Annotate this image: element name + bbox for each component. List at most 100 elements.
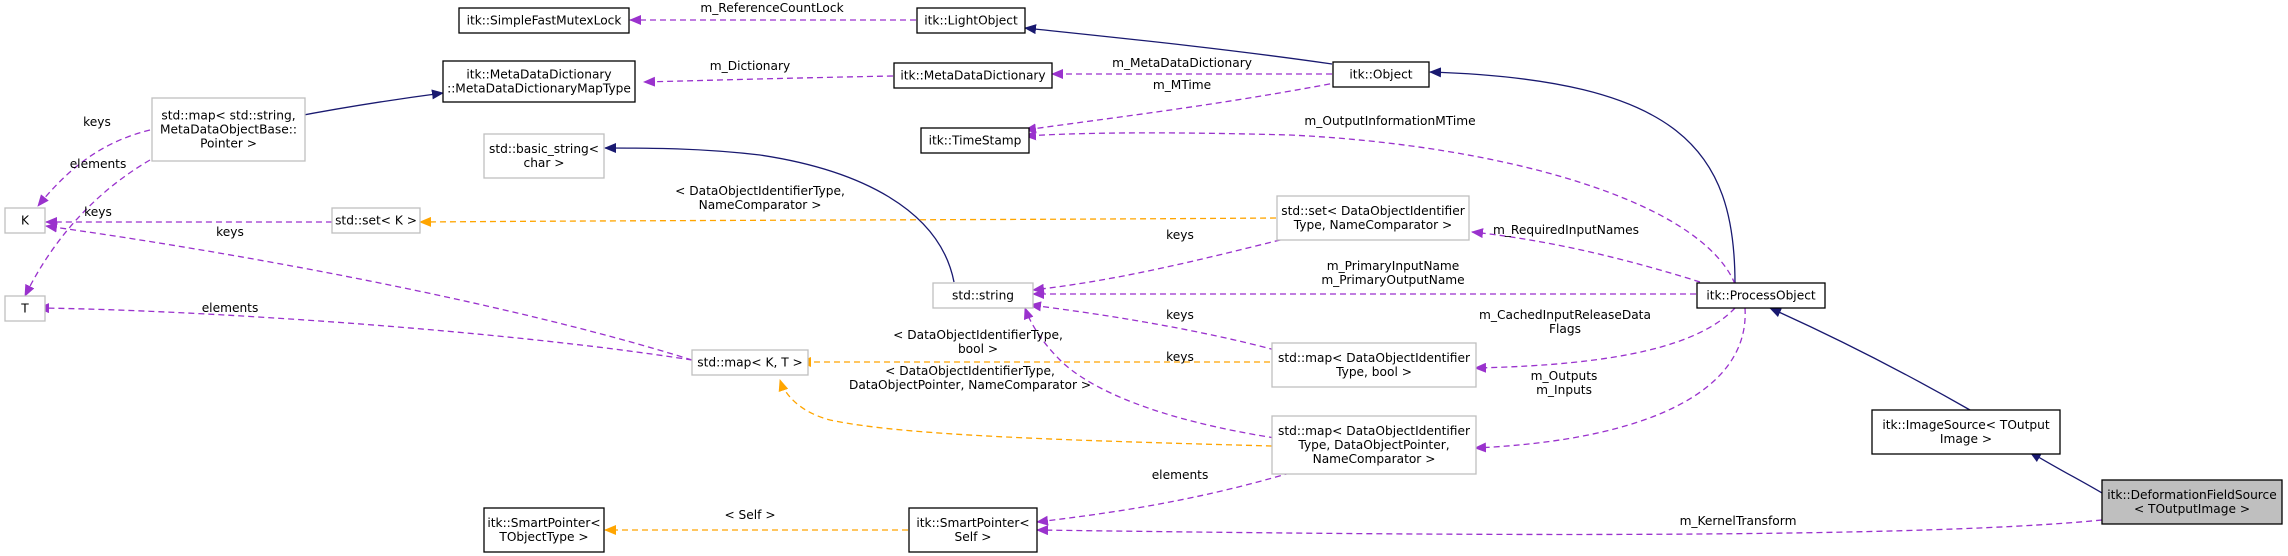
node-stdmap-bool[interactable]: std::map< DataObjectIdentifierType, bool… <box>1271 342 1477 388</box>
node-label-line: T <box>20 302 29 316</box>
node-label-line: Type, NameComparator > <box>1293 218 1453 232</box>
node-label-line: Self > <box>955 530 992 544</box>
node-K[interactable]: K <box>4 207 46 234</box>
node-box <box>458 7 630 34</box>
node-box <box>151 97 306 162</box>
edge-label-line: m_KernelTransform <box>1680 514 1797 528</box>
edge-metadictmaptype-to-dictionary <box>643 75 894 87</box>
node-smartptr-self[interactable]: itk::SmartPointer<Self > <box>908 507 1038 553</box>
edge-label-line: m_OutputInformationMTime <box>1304 114 1475 128</box>
edge-stdstring-from-mapbool-keys <box>1029 301 1276 351</box>
edge-label-line: keys <box>216 225 244 239</box>
node-box <box>893 62 1053 89</box>
node-label-line: NameComparator > <box>1313 452 1436 466</box>
node-label-line: itk::ProcessObject <box>1706 289 1816 303</box>
node-label-line: std::map< K, T > <box>697 356 803 370</box>
node-stdset-K[interactable]: std::set< K > <box>331 207 421 234</box>
node-box <box>483 507 605 553</box>
edge-T-from-map-elements <box>37 303 693 361</box>
edge-label-elements-smart: elements <box>1152 468 1209 482</box>
node-label-line: itk::SmartPointer< <box>916 516 1029 530</box>
node-stdset-dataobj[interactable]: std::set< DataObjectIdentifierType, Name… <box>1276 195 1470 241</box>
edge-map-ptr-template <box>778 379 1273 447</box>
node-stdstring[interactable]: std::string <box>932 282 1034 309</box>
edge-label-line: m_MetaDataDictionary <box>1112 56 1252 70</box>
edge-label-required-input-names: m_RequiredInputNames <box>1493 223 1639 237</box>
node-metadict[interactable]: itk::MetaDataDictionary <box>893 62 1053 89</box>
edge-label-line: NameComparator > <box>699 198 822 212</box>
edge-timestamp-to-object <box>1024 81 1341 134</box>
node-box <box>1696 282 1826 309</box>
node-object[interactable]: itk::Object <box>1332 61 1430 88</box>
edge-label-kernel-transform: m_KernelTransform <box>1680 514 1797 528</box>
edge-label-line: m_Outputs <box>1531 369 1598 383</box>
edge-processobject-to-object <box>1429 67 1736 285</box>
node-box <box>1271 415 1477 475</box>
node-box <box>331 207 421 234</box>
node-label-line: K <box>21 214 30 228</box>
node-imagesource[interactable]: itk::ImageSource< TOutputImage > <box>1871 409 2061 455</box>
node-box <box>4 295 46 322</box>
node-lightobject[interactable]: itk::LightObject <box>916 7 1026 34</box>
edge-label-metadata-dictionary: m_MetaDataDictionary <box>1112 56 1252 70</box>
edge-label-self-template: < Self > <box>724 508 775 522</box>
node-box <box>442 60 636 103</box>
node-stdmap-metadataobj[interactable]: std::map< std::string,MetaDataObjectBase… <box>151 97 306 162</box>
node-box <box>932 282 1034 309</box>
edge-label-keys-map: keys <box>216 225 244 239</box>
edge-smartptr-from-deformation <box>1036 519 2103 536</box>
node-label-line: itk::SimpleFastMutexLock <box>467 14 623 28</box>
edge-label-line: m_ReferenceCountLock <box>700 1 844 15</box>
edge-stdmap-to-metadictmaptype <box>292 89 444 118</box>
edge-mapptr-from-processobject <box>1474 307 1746 453</box>
edge-label-mtime: m_MTime <box>1153 78 1211 92</box>
node-timestamp[interactable]: itk::TimeStamp <box>920 127 1030 154</box>
edge-K-from-stdmap-keys <box>37 129 151 207</box>
node-simplefastmutex[interactable]: itk::SimpleFastMutexLock <box>458 7 630 34</box>
node-deformationfieldsource[interactable]: itk::DeformationFieldSource< TOutputImag… <box>2101 479 2283 525</box>
edge-label-line: < DataObjectIdentifierType, <box>893 328 1063 342</box>
edge-stdstring-to-basic-string <box>604 143 955 283</box>
node-label-line: std::string <box>952 289 1014 303</box>
node-box <box>2101 479 2283 525</box>
edge-label-map-bool-template: < DataObjectIdentifierType,bool > <box>893 328 1063 356</box>
node-processobject[interactable]: itk::ProcessObject <box>1696 282 1826 309</box>
node-label-line: itk::DeformationFieldSource <box>2107 488 2277 502</box>
node-stdmap-dataobjptr[interactable]: std::map< DataObjectIdentifierType, Data… <box>1271 415 1477 475</box>
node-stdmap-KT[interactable]: std::map< K, T > <box>691 349 809 376</box>
edge-label-set-template: < DataObjectIdentifierType,NameComparato… <box>675 184 845 212</box>
node-box <box>920 127 1030 154</box>
edge-label-line: keys <box>83 115 111 129</box>
edge-label-line: elements <box>1152 468 1209 482</box>
edge-label-line: elements <box>70 157 127 171</box>
edge-label-line: elements <box>202 301 259 315</box>
node-smartptr-T[interactable]: itk::SmartPointer<TObjectType > <box>483 507 605 553</box>
edge-label-line: < Self > <box>724 508 775 522</box>
node-label-line: Type, DataObjectPointer, <box>1297 438 1449 452</box>
edge-object-to-lightobject <box>1024 24 1333 65</box>
node-label-line: std::map< DataObjectIdentifier <box>1278 351 1471 365</box>
edge-label-map-ptr-template: < DataObjectIdentifierType,DataObjectPoi… <box>849 364 1091 392</box>
edge-label-keys-mapptr: keys <box>1166 350 1194 364</box>
edge-label-line: Flags <box>1549 322 1581 336</box>
edge-label-keys-stdmap: keys <box>83 115 111 129</box>
edge-label-reference-count-lock: m_ReferenceCountLock <box>700 1 844 15</box>
node-box <box>916 7 1026 34</box>
node-box <box>1871 409 2061 455</box>
edge-setdataobj-from-processobject <box>1471 228 1701 283</box>
node-label-line: char > <box>524 156 565 170</box>
edge-label-output-information-mtime: m_OutputInformationMTime <box>1304 114 1475 128</box>
node-metadictmaptype[interactable]: itk::MetaDataDictionary::MetaDataDiction… <box>442 60 636 103</box>
node-basic-string[interactable]: std::basic_string<char > <box>483 133 605 179</box>
edge-label-line: DataObjectPointer, NameComparator > <box>849 378 1091 392</box>
edge-label-dictionary: m_Dictionary <box>710 59 790 73</box>
node-box <box>908 507 1038 553</box>
node-label-line: TObjectType > <box>498 530 588 544</box>
edge-label-line: < DataObjectIdentifierType, <box>885 364 1055 378</box>
node-T[interactable]: T <box>4 295 46 322</box>
edge-label-line: keys <box>1166 308 1194 322</box>
edge-label-keys-mapbool: keys <box>1166 308 1194 322</box>
